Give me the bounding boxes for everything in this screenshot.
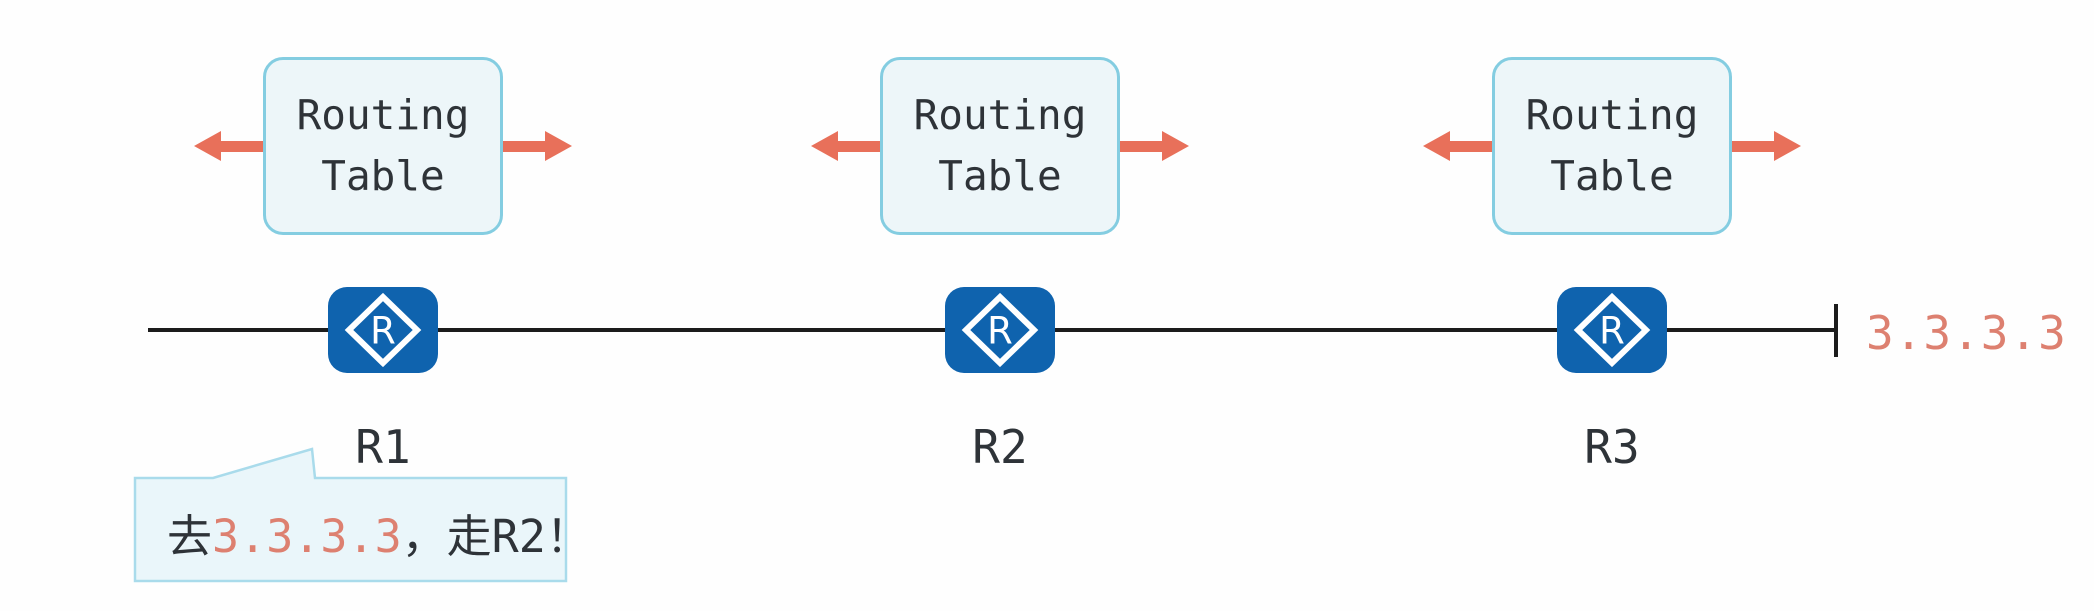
arrow-left-icon	[811, 131, 880, 161]
callout-ip: 3.3.3.3	[212, 510, 402, 563]
arrow-left-icon	[1423, 131, 1492, 161]
router-label: R3	[1584, 420, 1640, 474]
destination-ip-label: 3.3.3.3	[1866, 306, 2067, 360]
routing-table-box: Routing Table	[194, 57, 572, 235]
callout-bubble	[133, 447, 568, 583]
router-column-r2: Routing Table R R2	[811, 0, 1189, 611]
routing-table-label: Routing Table	[913, 90, 1087, 201]
arrow-left-icon	[194, 131, 263, 161]
router-label: R2	[972, 420, 1028, 474]
routing-table-label: Routing Table	[296, 90, 470, 201]
arrow-right-icon	[503, 131, 572, 161]
routing-table-box: Routing Table	[811, 57, 1189, 235]
router-icon: R	[945, 287, 1055, 373]
routing-table-label: Routing Table	[1525, 90, 1699, 201]
router-column-r1: Routing Table R R1	[194, 0, 572, 611]
link-end-tick	[1834, 304, 1838, 357]
callout-text: 去3.3.3.3，走R2！	[133, 444, 591, 565]
routing-table-box: Routing Table	[1423, 57, 1801, 235]
router-icon-letter: R	[370, 310, 396, 353]
router-icon: R	[1557, 287, 1667, 373]
arrow-right-icon	[1120, 131, 1189, 161]
router-icon-letter: R	[1599, 310, 1625, 353]
callout-prefix: 去	[167, 510, 213, 563]
arrow-right-icon	[1732, 131, 1801, 161]
router-column-r3: Routing Table R R3	[1423, 0, 1801, 611]
callout-suffix: ，走R2！	[401, 510, 591, 563]
router-icon: R	[328, 287, 438, 373]
router-label: R1	[355, 420, 411, 474]
router-icon-letter: R	[987, 310, 1013, 353]
